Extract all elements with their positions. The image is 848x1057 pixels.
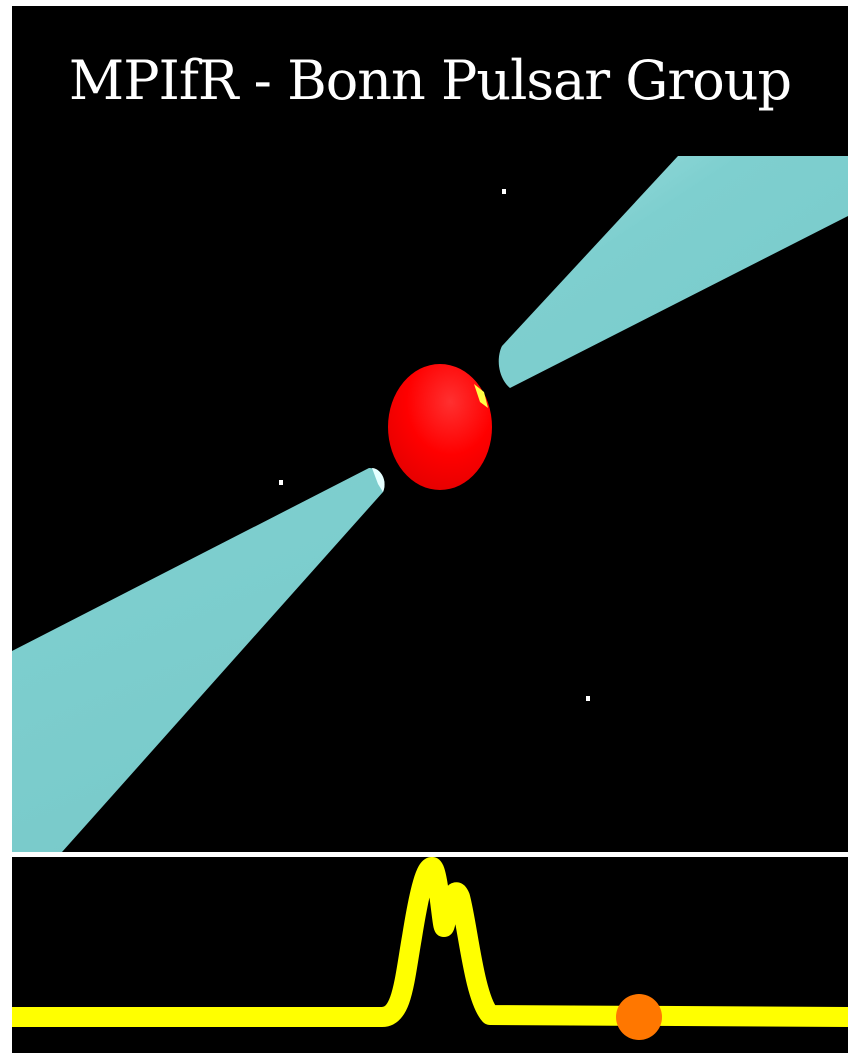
pulse-profile-chart: [12, 857, 848, 1040]
background-stars: [279, 189, 590, 701]
pulse-profile-panel: [12, 857, 848, 1053]
pulsar-hotspot: [474, 384, 488, 408]
pulsar-illustration: [12, 156, 848, 852]
star: [502, 189, 506, 194]
emission-beam-lower: [12, 468, 385, 852]
panel-divider: [12, 852, 848, 857]
pulse-profile-line: [12, 857, 848, 1027]
pulsar-star: [388, 364, 492, 490]
star: [279, 480, 283, 485]
pulsar-scene: MPIfR - Bonn Pulsar Group: [12, 6, 848, 852]
page-title: MPIfR - Bonn Pulsar Group: [68, 49, 792, 112]
phase-marker: [616, 994, 662, 1040]
beam-tip-highlight: [372, 468, 385, 492]
star: [586, 696, 590, 701]
emission-beam-upper: [498, 156, 848, 388]
